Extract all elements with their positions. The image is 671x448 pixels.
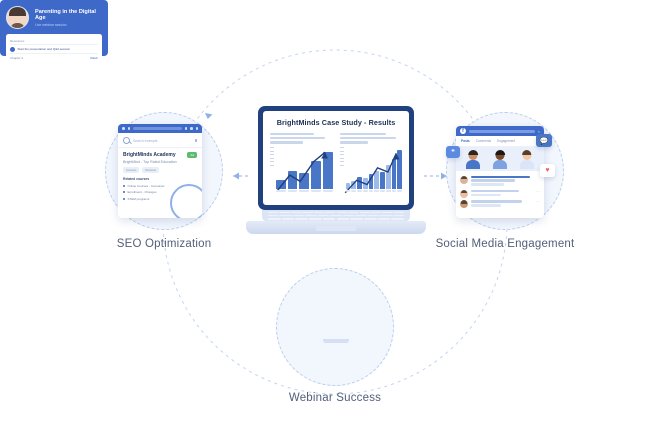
laptop-base	[246, 221, 426, 234]
avatar	[518, 150, 535, 169]
social-caption: Social Media Engagement	[435, 238, 575, 250]
window-dot-icon	[184, 127, 187, 130]
avatar-row	[456, 147, 544, 171]
webinar-subtitle: Live webinar session	[35, 22, 67, 27]
webinar-card[interactable]: Parenting in the Digital Age Live webina…	[0, 0, 108, 64]
trend-arrow-right	[344, 152, 399, 194]
webinar-header: Parenting in the Digital Age Live webina…	[6, 6, 102, 29]
ad-badge: Ad	[187, 152, 197, 158]
bullet-icon	[123, 184, 125, 187]
list-item[interactable]: Online Courses - Consumer	[123, 184, 197, 188]
chat-bubble-icon: 💬	[536, 134, 552, 147]
tab-posts[interactable]: Posts	[461, 139, 470, 143]
laptop-trackpad	[316, 226, 356, 231]
tab-engagement[interactable]: Engagement	[497, 139, 516, 143]
tab-comments[interactable]: Comments	[475, 139, 492, 143]
seo-chips: Courses Reviews	[123, 167, 197, 173]
list-item-label: STEM programs	[127, 196, 150, 201]
monitor-stand	[322, 339, 349, 343]
row-label: Start the presentation and Q&A session	[17, 47, 71, 51]
list-item[interactable]: STEM programs	[123, 197, 197, 201]
webinar-title: Parenting in the Digital Age	[35, 8, 96, 21]
search-input[interactable]: Search example	[133, 138, 158, 143]
bullet-icon	[123, 191, 125, 193]
avatar	[491, 150, 508, 169]
seo-card[interactable]: Search example Ad BrightMinds Academy Br…	[118, 124, 202, 218]
chart-left[interactable]	[270, 133, 333, 195]
page-title: BrightMinds Case Study - Results	[276, 118, 396, 127]
search-row[interactable]: Search example	[118, 133, 202, 148]
chart-right[interactable]	[339, 133, 402, 195]
seo-caption: SEO Optimization	[116, 238, 212, 250]
avatar	[460, 189, 468, 198]
more-icon[interactable]: ···	[536, 188, 540, 194]
list-item[interactable]	[460, 175, 540, 188]
mic-icon	[194, 139, 197, 142]
radio-icon[interactable]	[10, 46, 15, 52]
avatar	[460, 175, 468, 184]
social-tabs: Posts Comments Engagement	[456, 136, 544, 147]
list-item[interactable]: ···	[460, 199, 540, 209]
social-header: f ×	[456, 126, 544, 136]
trend-arrow-left	[276, 151, 328, 192]
webinar-agenda: Resources Start the presentation and Q&A…	[6, 34, 102, 64]
window-dot-icon	[122, 127, 125, 130]
row-label: Resources	[10, 38, 25, 43]
laptop-illustration: BrightMinds Case Study - Results	[246, 106, 426, 234]
list-item[interactable]: ···	[460, 188, 540, 198]
facebook-icon: f	[460, 128, 466, 134]
comment-list: ··· ···	[456, 171, 544, 210]
avatar	[465, 150, 482, 169]
webinar-orb	[276, 268, 394, 386]
table-row[interactable]: Resources	[10, 37, 98, 44]
window-dot-icon	[190, 127, 193, 130]
laptop-keyboard	[262, 210, 410, 221]
table-row[interactable]: Start the presentation and Q&A session	[10, 44, 98, 53]
search-icon	[123, 137, 130, 144]
list-item-label: Online Courses - Consumer	[127, 183, 165, 188]
window-dot-icon	[127, 127, 130, 130]
table-row[interactable]: Chapter 2 Watch	[10, 53, 98, 61]
more-icon[interactable]: ···	[536, 199, 540, 205]
quote-bubble-icon: ❝	[446, 146, 460, 158]
avatar	[460, 200, 468, 209]
list-item-label: Enrollment - Changes	[127, 190, 157, 194]
address-bar[interactable]	[133, 126, 182, 131]
list-item[interactable]: Enrollment - Changes	[123, 190, 197, 194]
bullet-icon	[123, 197, 125, 200]
page-name	[469, 129, 535, 133]
presenter-avatar	[6, 6, 29, 29]
seo-section-heading: Related courses	[123, 177, 150, 181]
browser-bar	[118, 124, 202, 133]
heart-icon: ♥	[540, 164, 555, 177]
charts-row	[270, 133, 402, 195]
social-card[interactable]: f × Posts Comments Engagement	[456, 126, 544, 218]
laptop-screen: BrightMinds Case Study - Results	[263, 111, 409, 205]
webinar-caption: Webinar Success	[288, 392, 382, 404]
seo-body: Ad BrightMinds Academy BrightMind - Top …	[118, 148, 202, 201]
seo-result-subtitle: BrightMind - Top Rated Education	[123, 160, 177, 164]
magnifying-glass-icon	[170, 184, 202, 218]
bar-group-left	[276, 147, 333, 189]
window-dot-icon	[195, 127, 198, 130]
laptop-lid: BrightMinds Case Study - Results	[258, 106, 414, 210]
row-label: Chapter 2	[10, 55, 24, 60]
watch-link[interactable]: Watch	[90, 55, 98, 60]
seo-result-title[interactable]: BrightMinds Academy	[123, 152, 176, 158]
close-icon[interactable]: ×	[537, 128, 540, 134]
seo-chip[interactable]: Reviews	[142, 167, 159, 173]
seo-chip[interactable]: Courses	[123, 167, 140, 173]
